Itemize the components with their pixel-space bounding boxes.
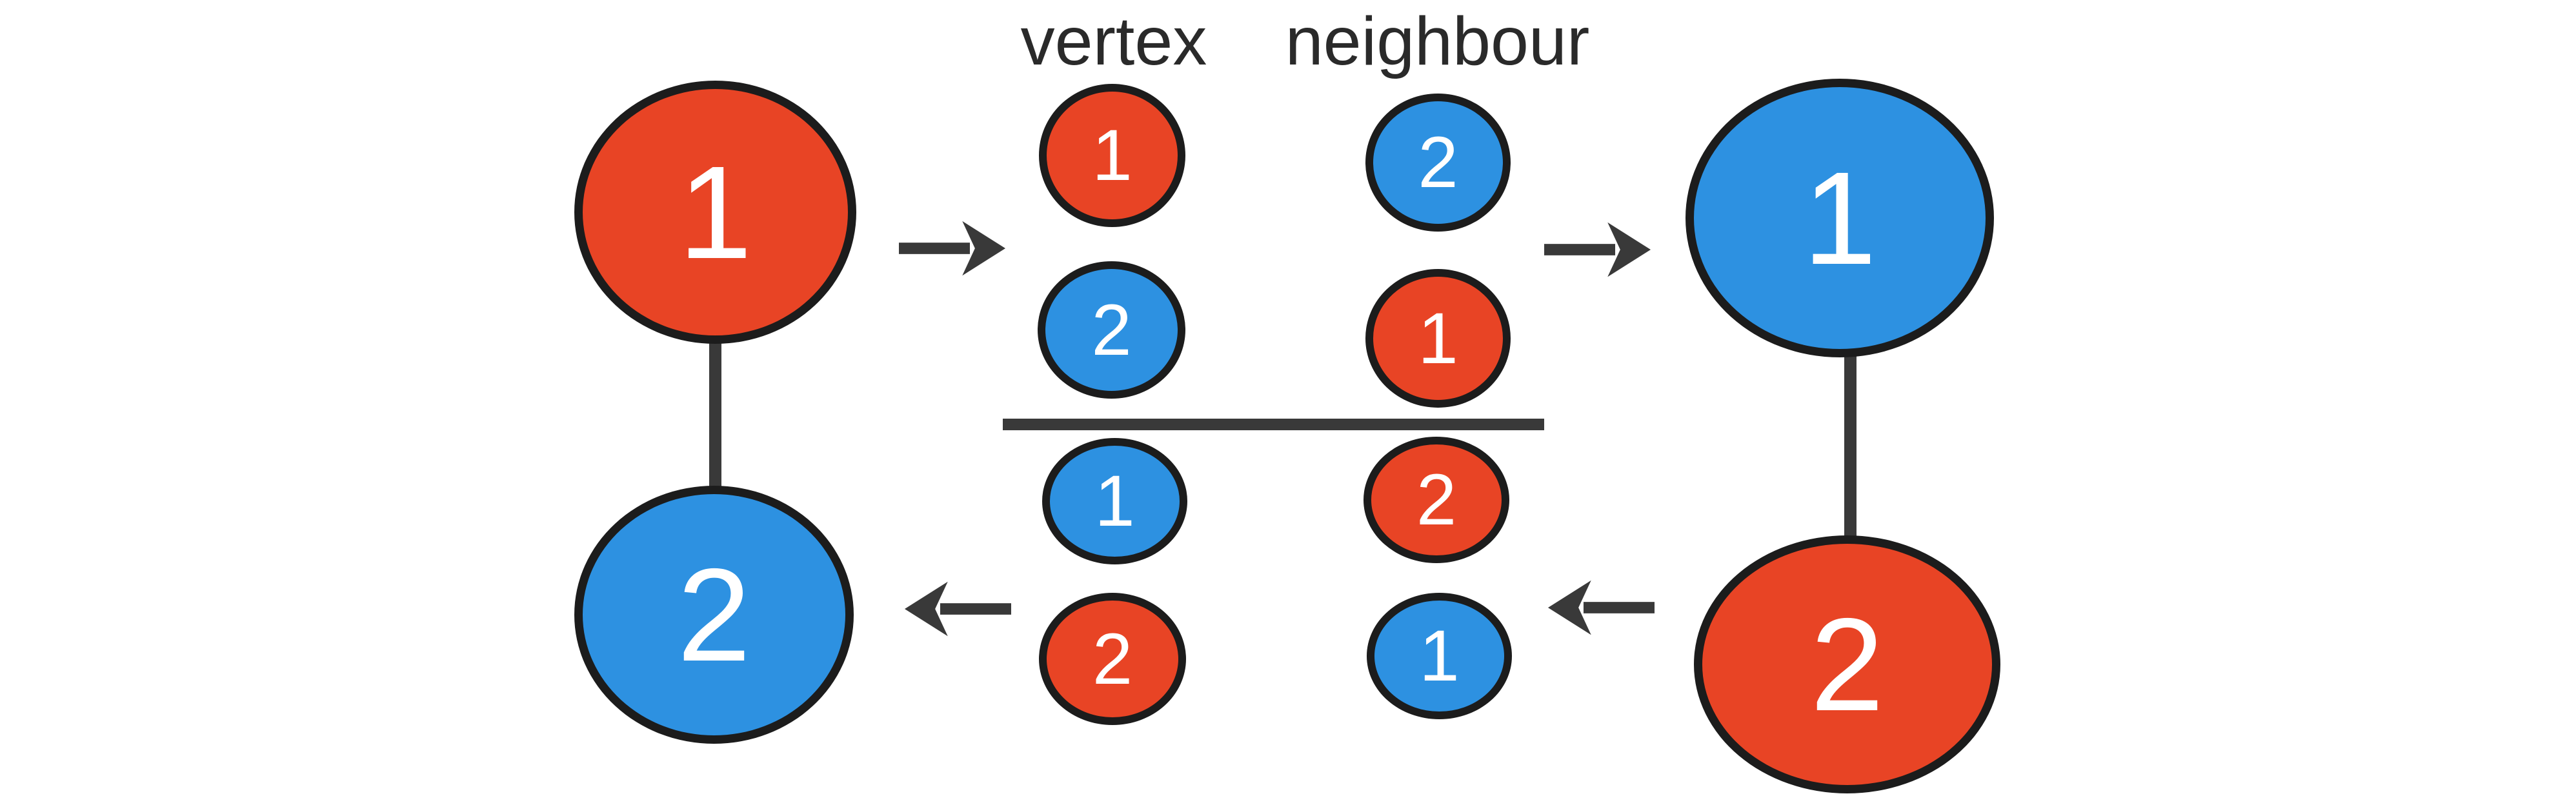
cell-label: 2 bbox=[1418, 122, 1458, 203]
cell-label: 1 bbox=[1094, 461, 1135, 541]
vertex-cell-bottom-row2: 2 bbox=[1039, 593, 1186, 725]
right-arrow-icon bbox=[899, 221, 1006, 276]
arrow-head bbox=[962, 221, 1006, 276]
neighbour-cell-bottom-row1: 2 bbox=[1363, 437, 1509, 563]
cell-label: 1 bbox=[1092, 115, 1132, 195]
left-graph-edge bbox=[709, 335, 721, 493]
arrow-head bbox=[1547, 580, 1591, 635]
column-header-vertex: vertex bbox=[1020, 3, 1207, 79]
neighbour-cell-top-row1: 2 bbox=[1365, 94, 1511, 232]
arrow-table-to-right-graph-icon bbox=[1544, 221, 1652, 279]
left-graph-node-1: 1 bbox=[574, 81, 856, 344]
arrow-shaft bbox=[940, 603, 1011, 615]
left-arrow-icon bbox=[904, 581, 1011, 637]
left-graph-node-2: 2 bbox=[574, 486, 854, 744]
node-label: 1 bbox=[678, 138, 752, 286]
right-graph-edge bbox=[1844, 352, 1857, 542]
vertex-cell-bottom-row1: 1 bbox=[1042, 438, 1187, 564]
right-arrow-icon bbox=[1544, 222, 1651, 277]
cell-label: 2 bbox=[1416, 459, 1457, 540]
vertex-cell-top-row2: 2 bbox=[1038, 261, 1185, 399]
cell-label: 2 bbox=[1092, 618, 1133, 699]
vertex-cell-top-row1: 1 bbox=[1039, 84, 1185, 227]
node-label: 2 bbox=[677, 541, 751, 689]
right-graph-node-2: 2 bbox=[1694, 535, 2000, 793]
neighbour-cell-bottom-row2: 1 bbox=[1367, 593, 1512, 719]
arrow-shaft bbox=[1544, 244, 1616, 255]
table-divider-line bbox=[1003, 419, 1544, 430]
right-graph-node-1: 1 bbox=[1685, 79, 1994, 357]
arrow-head bbox=[1607, 222, 1651, 277]
arrow-right-graph-to-table-icon bbox=[1547, 579, 1655, 637]
cell-label: 2 bbox=[1091, 289, 1132, 370]
arrow-head bbox=[904, 581, 948, 637]
column-header-neighbour: neighbour bbox=[1285, 3, 1590, 79]
cell-label: 1 bbox=[1419, 615, 1460, 696]
arrow-shaft bbox=[1583, 602, 1655, 613]
arrow-shaft bbox=[899, 243, 971, 254]
node-label: 1 bbox=[1802, 144, 1877, 292]
arrow-left-graph-to-table-icon bbox=[899, 219, 1007, 277]
arrow-table-to-left-graph-icon bbox=[903, 580, 1011, 638]
node-label: 2 bbox=[1810, 590, 1884, 739]
left-arrow-icon bbox=[1547, 580, 1655, 635]
neighbour-cell-top-row2: 1 bbox=[1365, 269, 1511, 408]
cell-label: 1 bbox=[1418, 297, 1458, 379]
